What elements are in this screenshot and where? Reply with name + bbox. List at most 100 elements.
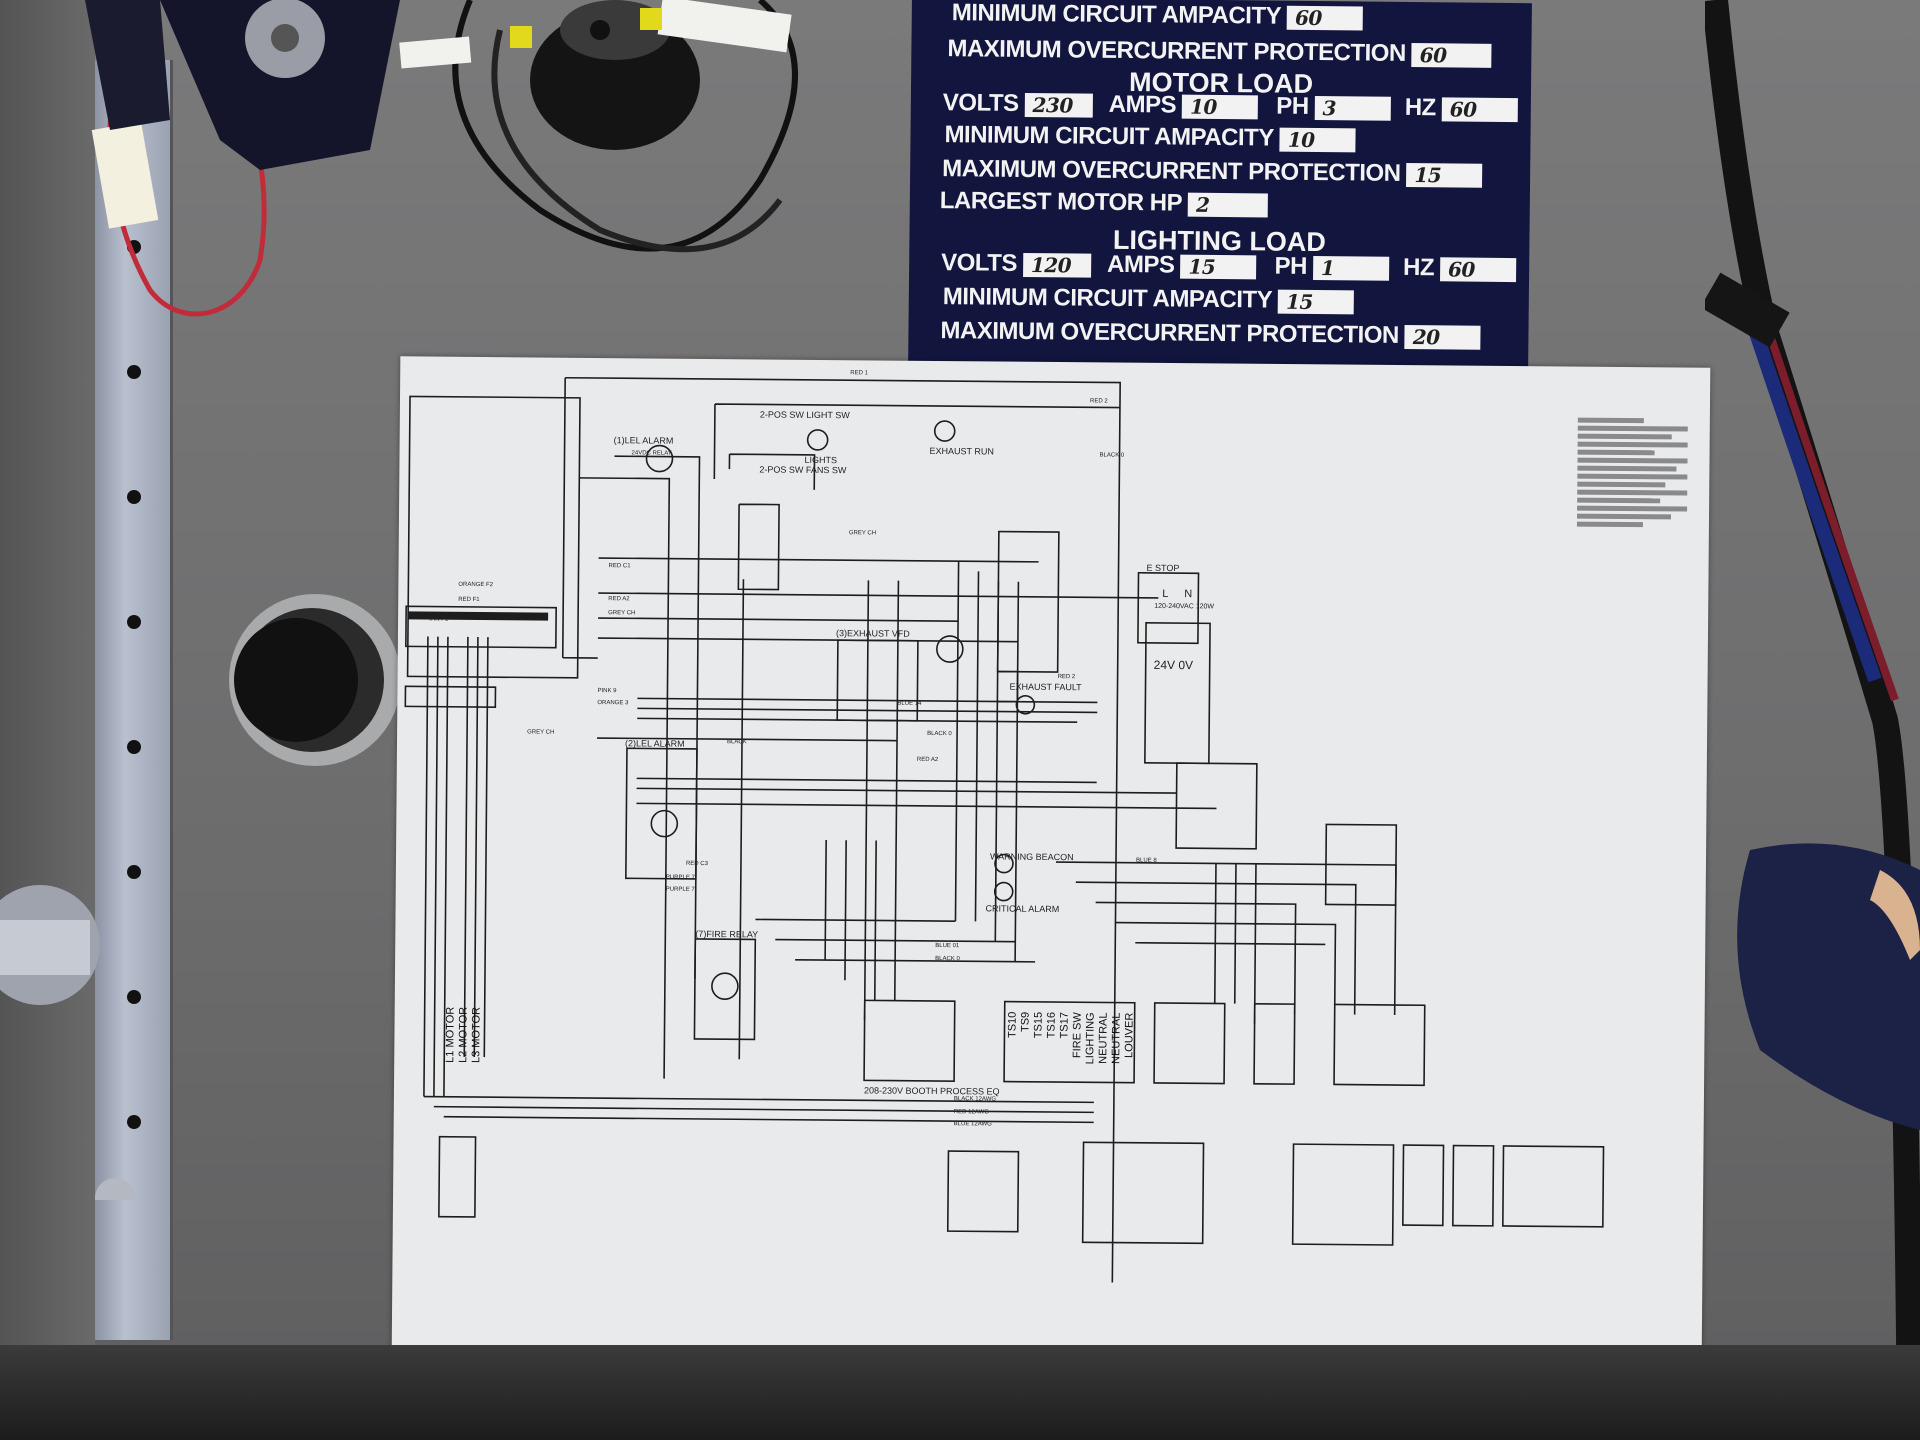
- terminal-label: TS16: [1045, 1011, 1058, 1039]
- wire-label: ORANGE F2: [458, 581, 494, 589]
- terminal-label: FIRE SW: [1071, 1012, 1084, 1059]
- np-label: PH: [1276, 92, 1309, 120]
- critical-alarm-label: CRITICAL ALARM: [985, 903, 1060, 915]
- exhaust-vfd-label: (3)EXHAUST VFD: [835, 628, 910, 639]
- wire-label: PINK 9: [597, 688, 617, 695]
- wire-label: RED 1: [850, 370, 868, 377]
- din-mounting-rail: [95, 60, 173, 1340]
- np-label: LARGEST MOTOR HP: [939, 187, 1183, 217]
- wire-label: RED C1: [608, 563, 631, 570]
- np-value: 15: [1277, 289, 1355, 315]
- np-value: 230: [1024, 92, 1093, 118]
- wiring-schematic-lines: [404, 376, 1605, 1283]
- wire-label: BLACK 0: [927, 730, 952, 738]
- np-label: MAXIMUM OVERCURRENT PROTECTION: [947, 35, 1406, 67]
- exhaust-fault-label: EXHAUST FAULT: [1009, 681, 1082, 693]
- np-value: 10: [1181, 94, 1259, 120]
- np-label: AMPS: [1108, 90, 1177, 119]
- psu-rating-label: 120-240VAC 120W: [1154, 602, 1215, 611]
- rail-hole: [127, 740, 141, 754]
- rail-hole: [127, 490, 141, 504]
- enclosure-hardware: [0, 0, 798, 1200]
- terminal-label: LOUVER: [1123, 1012, 1136, 1058]
- wire-label: RED A2: [608, 596, 630, 603]
- np-value: 60: [1441, 96, 1518, 122]
- wire-label: BLUE 12AWG: [953, 1121, 992, 1128]
- psu-line-label: L: [1162, 587, 1169, 601]
- booth-process-label: 208-230V BOOTH PROCESS EQ: [863, 1085, 1000, 1097]
- np-label: MINIMUM CIRCUIT AMPACITY: [942, 283, 1273, 314]
- np-value: 120: [1022, 252, 1092, 278]
- np-value: 20: [1404, 324, 1481, 350]
- wire-label: RED 12AWG: [953, 1109, 989, 1116]
- enclosure-left-wall: [0, 0, 95, 1440]
- terminal-label: NEUTRAL: [1110, 1012, 1123, 1064]
- wire-label: BLACK 0: [1099, 452, 1125, 459]
- wire-label: BLACK: [726, 739, 747, 746]
- enclosure-bottom-frame: [0, 1345, 1920, 1440]
- wiring-harness-cable: [1705, 0, 1920, 1440]
- fans-switch-label: 2-POS SW FANS SW: [759, 464, 847, 476]
- fire-relay-label: (7)FIRE RELAY: [695, 928, 759, 940]
- np-label: HZ: [1402, 253, 1435, 282]
- wire-label: BLACK 12AWG: [953, 1096, 997, 1103]
- terminal-label: LIGHTING: [1084, 1012, 1097, 1065]
- motor-terminal-label: L1 MOTOR: [444, 1006, 457, 1063]
- relay-label: 24VDC RELAY: [631, 450, 672, 457]
- terminal-label: TS17: [1058, 1012, 1071, 1039]
- np-label: MAXIMUM OVERCURRENT PROTECTION: [942, 155, 1401, 187]
- wiring-diagram-sheet: 2-POS SW LIGHT SW 2-POS SW FANS SW LIGHT…: [391, 356, 1711, 1364]
- wire-label: BLUE 01: [935, 942, 960, 950]
- warning-beacon-label: WARNING BEACON: [989, 851, 1074, 863]
- wire-label: BLACK 0: [935, 955, 960, 963]
- motor-terminal-label: L2 MOTOR: [457, 1006, 470, 1063]
- psu-neutral-label: N: [1184, 588, 1193, 601]
- wire-label: TAN F1: [428, 616, 449, 623]
- rail-hole: [127, 1115, 141, 1129]
- terminal-label: TS15: [1032, 1011, 1045, 1039]
- np-value: 3: [1314, 95, 1391, 121]
- e-stop-label: E STOP: [1146, 562, 1180, 574]
- np-label: MAXIMUM OVERCURRENT PROTECTION: [940, 317, 1399, 349]
- np-label: VOLTS: [941, 249, 1018, 277]
- np-value: 60: [1439, 256, 1517, 282]
- rail-hole: [127, 990, 141, 1004]
- np-label: PH: [1274, 252, 1308, 280]
- np-label: HZ: [1404, 93, 1436, 122]
- wire-label: PURPLE 7: [665, 886, 695, 893]
- rail-hole: [127, 865, 141, 879]
- wire-label: GREY CH: [608, 610, 636, 617]
- np-value: 15: [1406, 162, 1483, 188]
- lel-alarm-label: (1)LEL ALARM: [613, 435, 674, 446]
- terminal-label: NEUTRAL: [1097, 1012, 1110, 1064]
- np-label: MINIMUM CIRCUIT AMPACITY: [951, 0, 1282, 30]
- wire-label: ORANGE 3: [597, 700, 629, 707]
- np-value: 10: [1279, 127, 1356, 153]
- wire-label: RED 2: [1089, 398, 1108, 405]
- wire-label: BLUE 14: [897, 700, 922, 707]
- wire-label: RED A2: [916, 756, 939, 764]
- np-value: 15: [1180, 254, 1257, 280]
- np-value: 1: [1312, 255, 1390, 281]
- np-label: VOLTS: [942, 89, 1019, 117]
- np-value: 60: [1286, 5, 1364, 31]
- rail-hole: [127, 365, 141, 379]
- np-value: 60: [1411, 42, 1492, 68]
- wire-label: RED C3: [685, 860, 708, 868]
- np-value: 2: [1187, 192, 1269, 218]
- gloved-hand: [1737, 843, 1920, 1130]
- terminal-label: TS9: [1019, 1011, 1032, 1033]
- np-label: MINIMUM CIRCUIT AMPACITY: [944, 121, 1274, 152]
- lights-label: LIGHTS: [804, 454, 838, 466]
- exhaust-run-label: EXHAUST RUN: [929, 445, 994, 457]
- rail-hole: [127, 615, 141, 629]
